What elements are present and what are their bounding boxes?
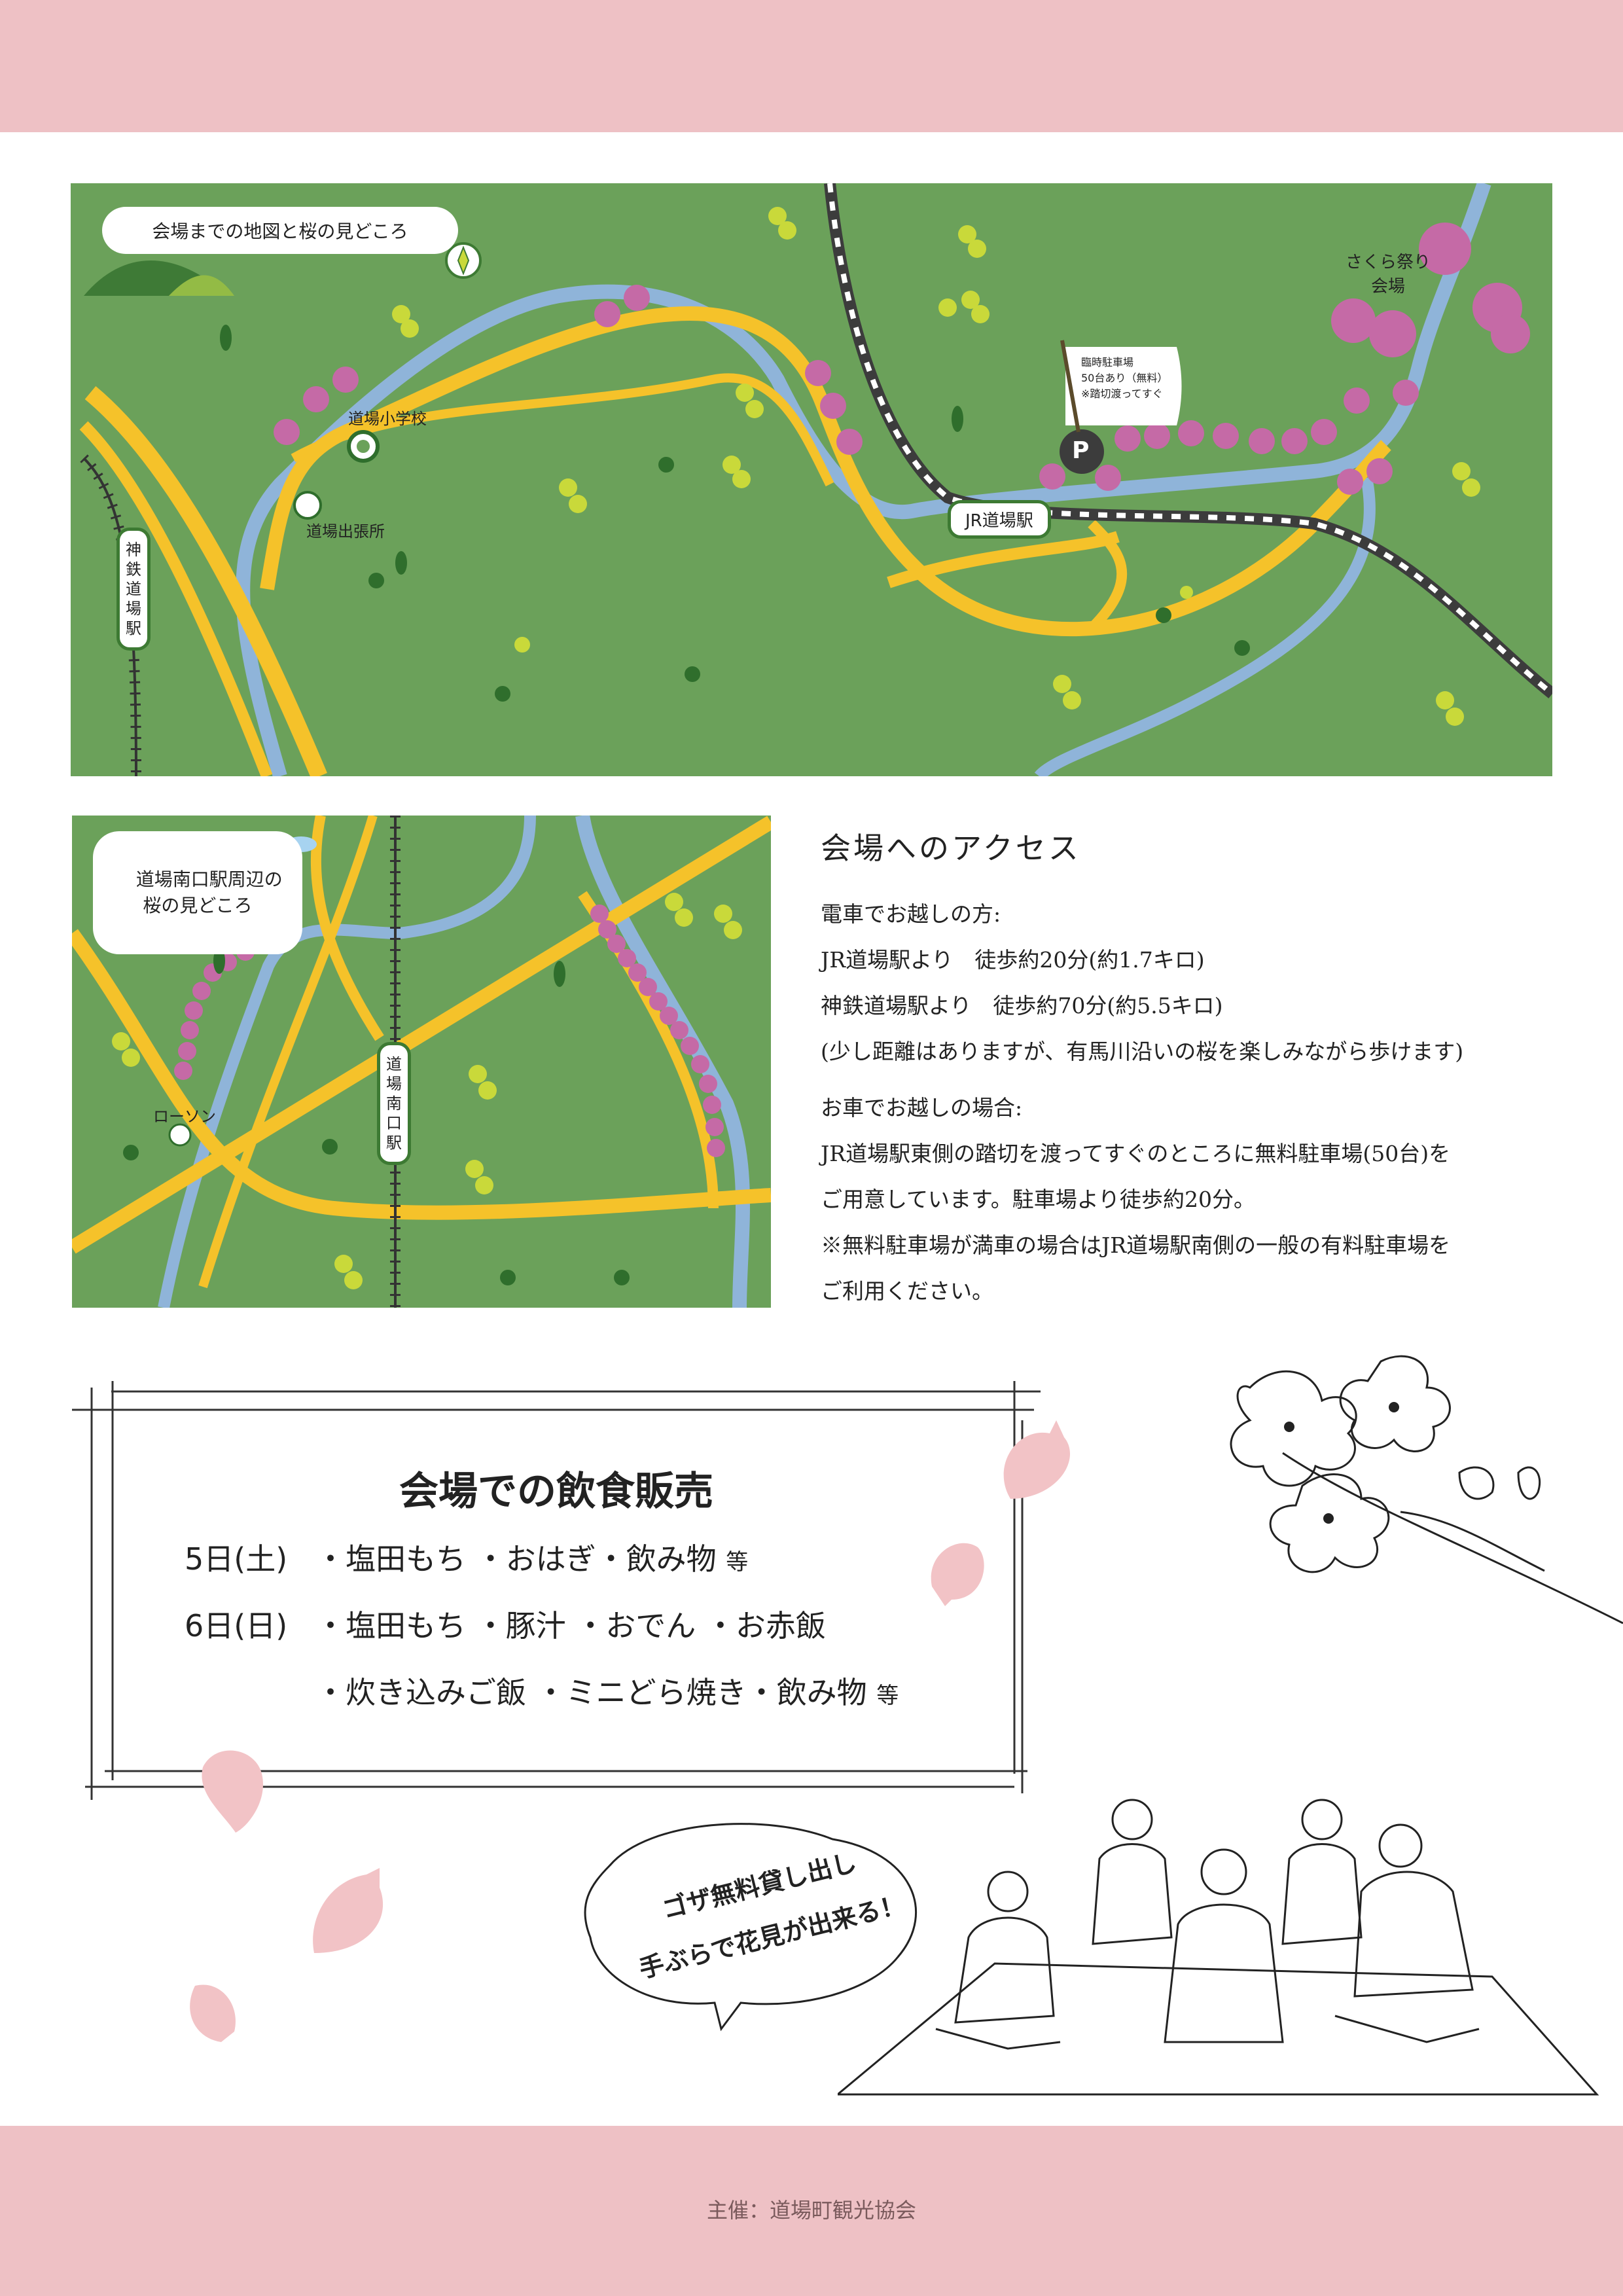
branch-office-label: 道場出張所: [306, 522, 385, 541]
top-band: [0, 0, 1623, 132]
food-day: 6日(日): [185, 1608, 288, 1643]
train-line-jr: JR道場駅より 徒歩約20分(約1.7キロ): [821, 947, 1205, 973]
food-etc: 等: [726, 1549, 749, 1575]
car-line-3: ※無料駐車場が満車の場合はJR道場駅南側の一般の有料駐車場を: [821, 1232, 1451, 1258]
car-line-4: ご利用ください。: [821, 1278, 993, 1304]
main-map-title-text: 会場までの地図と桜の見どころ: [152, 221, 408, 242]
food-day: 5日(土): [185, 1541, 288, 1577]
access-section: 会場へのアクセス 電車でお越しの方: JR道場駅より 徒歩約20分(約1.7キロ…: [821, 825, 1573, 1314]
sakura-petal-icon: [313, 1868, 383, 1953]
train-heading: 電車でお越しの方:: [821, 901, 1001, 927]
sub-map-title: 道場南口駅周辺の 桜の見どころ: [93, 831, 302, 954]
food-row-day6: 6日(日) ・塩田もち ・豚汁 ・おでん ・お赤飯: [185, 1602, 826, 1645]
sakura-petal-icon: [190, 1984, 236, 2042]
sakura-branch-icon: [1230, 1355, 1623, 1624]
train-line-note: (少し距離はありますが、有馬川沿いの桜を楽しみながら歩けます): [821, 1039, 1464, 1064]
food-sale-box: 会場での飲食販売 5日(土) ・塩田もち ・おはぎ・飲み物 等 6日(日) ・塩田も…: [72, 1381, 1041, 1800]
organizer-credit: 主催：道場町観光協会: [706, 2198, 916, 2223]
food-items: ・塩田もち ・おはぎ・飲み物: [315, 1541, 717, 1577]
food-title: 会場での飲食販売: [399, 1469, 713, 1515]
venue-label: さくら祭り 会場: [1346, 253, 1431, 296]
food-items: ・炊き込みご飯 ・ミニどら焼き・飲み物: [315, 1675, 867, 1710]
parking-flag-label: 臨時駐車場 50台あり（無料） ※踏切渡ってすぐ: [1081, 356, 1168, 400]
school-label: 道場小学校: [348, 410, 427, 428]
main-map[interactable]: 会場までの地図と桜の見どころ 道場小学校 道場出張所 さくら祭り 会場 JR道場…: [71, 183, 1552, 776]
sakura-petal-icon: [202, 1750, 263, 1833]
car-line-1: JR道場駅東側の踏切を渡ってすぐのところに無料駐車場(50台)を: [821, 1141, 1451, 1166]
south-station-label: 道場南口駅: [377, 1042, 411, 1165]
access-title: 会場へのアクセス: [821, 831, 1081, 866]
food-items: ・塩田もち ・豚汁 ・おでん ・お赤飯: [315, 1608, 826, 1643]
shintetsu-station-label: 神鉄道場駅: [116, 528, 151, 651]
lawson-label: ローソン: [153, 1107, 216, 1126]
main-map-graphics: [79, 183, 1552, 776]
picnic-people-illustration: [838, 1799, 1599, 2096]
food-row-day6-cont: ・炊き込みご飯 ・ミニどら焼き・飲み物 等: [185, 1669, 899, 1712]
bottom-band: [0, 2126, 1623, 2296]
parking-icon: P: [1072, 437, 1090, 464]
car-heading: お車でお越しの場合:: [821, 1095, 1023, 1121]
train-line-shintetsu: 神鉄道場駅より 徒歩約70分(約5.5キロ): [821, 993, 1223, 1018]
jr-station-label: JR道場駅: [948, 500, 1051, 539]
food-box-frame: [72, 1381, 1041, 1800]
food-row-day5: 5日(土) ・塩田もち ・おはぎ・飲み物 等: [185, 1535, 748, 1579]
speech-bubble: [584, 1823, 917, 2032]
sub-map-title-text: 道場南口駅周辺の 桜の見どころ: [135, 869, 283, 916]
food-etc: 等: [876, 1683, 899, 1709]
sub-map[interactable]: 道場南口駅周辺の 桜の見どころ ローソン 道場南口駅: [72, 816, 771, 1308]
sakura-petal-icon: [931, 1543, 984, 1606]
car-line-2: ご用意しています。駐車場より徒歩約20分。: [821, 1187, 1256, 1212]
sakura-petal-icon: [1003, 1420, 1071, 1499]
main-map-title: 会場までの地図と桜の見どころ: [102, 207, 458, 254]
